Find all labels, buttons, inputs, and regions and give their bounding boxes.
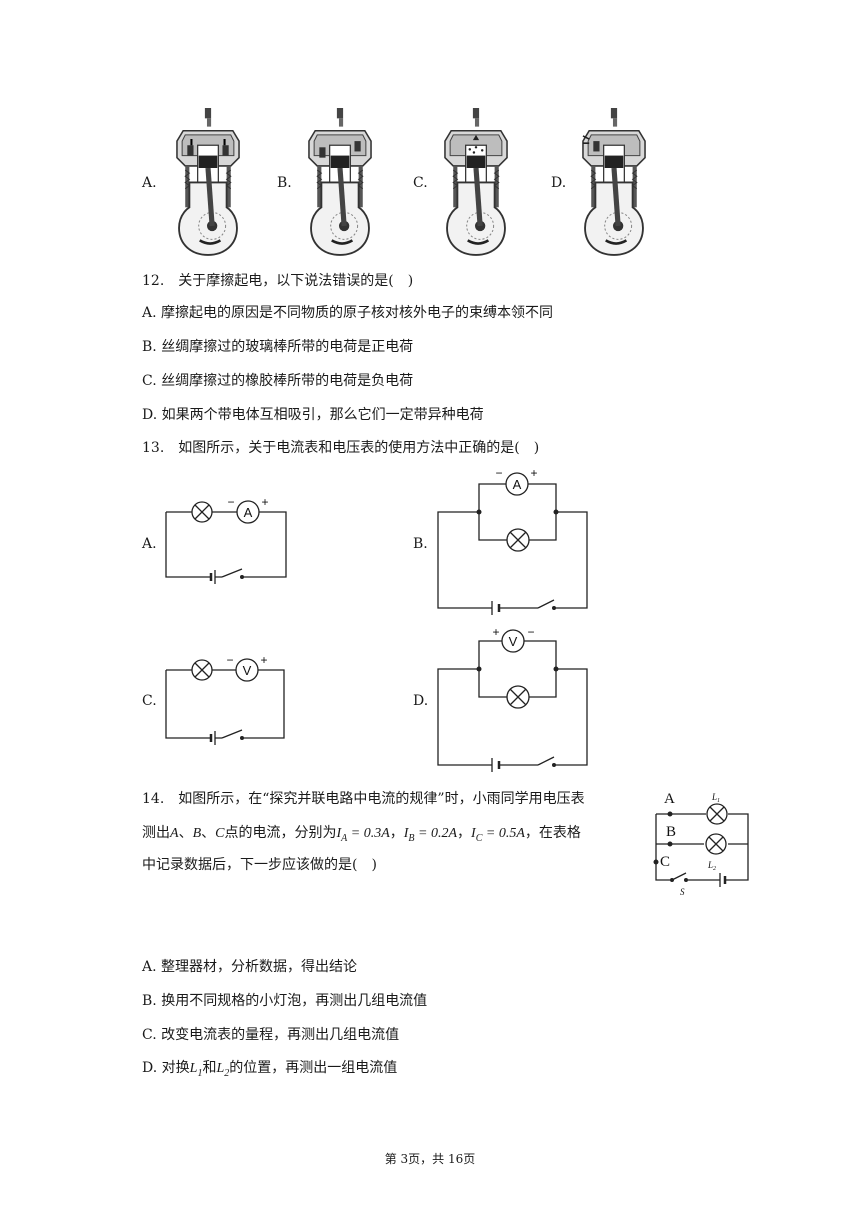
q11-option-c-label: C. <box>413 175 428 191</box>
engine-diagram-c <box>436 108 516 258</box>
point-c-label: C <box>660 854 670 870</box>
q14-option-c: C. 改变电流表的量程，再测出几组电流值 <box>142 1027 400 1043</box>
q13-option-c-label: C. <box>142 693 157 709</box>
current-ia: IA = 0.3A <box>336 826 390 844</box>
point-b-label: B <box>666 824 676 840</box>
plus-sign: + <box>261 495 268 509</box>
engine-diagram-a <box>168 108 248 258</box>
parallel-circuit-diagram: A B C L1 L2 S <box>653 791 749 897</box>
plus-sign: + <box>530 466 537 480</box>
minus-sign: − <box>226 653 233 667</box>
plus-sign: + <box>492 625 499 639</box>
q11-option-d-label: D. <box>551 175 567 191</box>
switch-label: S <box>680 887 685 897</box>
lamp-l2-label: L2 <box>707 860 716 872</box>
q12-option-b: B. 丝绸摩擦过的玻璃棒所带的电荷是正电荷 <box>142 339 414 355</box>
point-a: A <box>170 826 179 841</box>
q14-stem-line-3: 中记录数据后，下一步应该做的是( ) <box>142 857 377 873</box>
q11-option-b-label: B. <box>277 175 292 191</box>
q14-option-d: D. 对换L1和L2的位置，再测出一组电流值 <box>142 1060 398 1079</box>
current-ib: IB = 0.2A <box>403 826 458 844</box>
q12-option-a: A. 摩擦起电的原因是不同物质的原子核对核外电子的束缚本领不同 <box>142 305 554 321</box>
circuit-diagram-b: A − + <box>437 466 588 615</box>
q12-option-d: D. 如果两个带电体互相吸引，那么它们一定带异种电荷 <box>142 407 484 423</box>
voltmeter-label: V <box>509 634 518 649</box>
q14-stem-line-2: 测出A、B、C点的电流，分别为IA = 0.3A，IB = 0.2A，IC = … <box>142 825 581 844</box>
circuit-diagram-c: V − + <box>165 653 285 745</box>
voltmeter-label: V <box>243 663 252 678</box>
minus-sign: − <box>527 625 534 639</box>
q14-option-b: B. 换用不同规格的小灯泡，再测出几组电流值 <box>142 993 428 1009</box>
q14-option-a: A. 整理器材，分析数据，得出结论 <box>142 959 358 975</box>
circuit-diagram-d: V + − <box>437 625 588 772</box>
ammeter-label: A <box>513 477 522 492</box>
q11-option-a-label: A. <box>142 175 157 191</box>
q12-stem: 12. 关于摩擦起电，以下说法错误的是( ) <box>142 273 414 289</box>
q13-option-b-label: B. <box>413 536 428 552</box>
plus-sign: + <box>260 653 267 667</box>
point-a-label: A <box>664 791 675 807</box>
engine-diagram-b <box>300 108 380 258</box>
point-b: B <box>192 826 202 841</box>
q14-stem-line-1: 14. 如图所示，在“探究并联电路中电流的规律”时，小雨同学用电压表 <box>142 791 585 807</box>
q12-option-c: C. 丝绸摩擦过的橡胶棒所带的电荷是负电荷 <box>142 373 414 389</box>
q13-stem: 13. 如图所示，关于电流表和电压表的使用方法中正确的是( ) <box>142 440 540 456</box>
minus-sign: − <box>227 495 234 509</box>
page-footer: 第 3页，共 16页 <box>384 1152 476 1166</box>
circuit-diagram-a: A − + <box>165 495 287 584</box>
minus-sign: − <box>495 466 502 480</box>
q13-option-d-label: D. <box>413 693 429 709</box>
ammeter-label: A <box>244 505 253 520</box>
lamp-l1-label: L1 <box>711 792 720 804</box>
engine-diagram-d <box>574 108 654 258</box>
point-c: C <box>215 826 225 841</box>
q13-option-a-label: A. <box>142 536 157 552</box>
current-ic: IC = 0.5A <box>471 826 525 844</box>
